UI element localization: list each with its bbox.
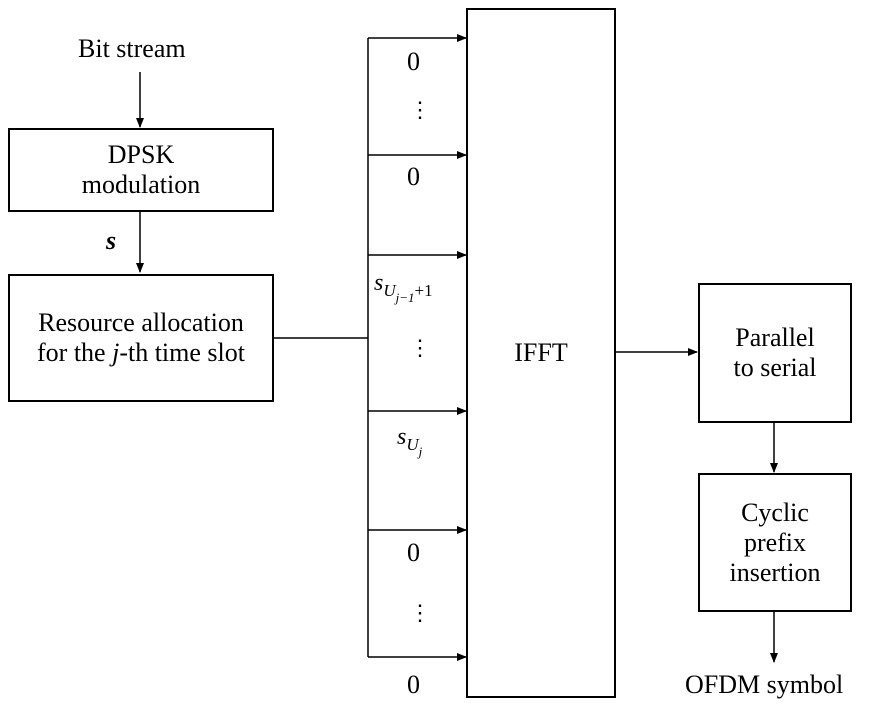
s-first-user-label: sUj−1+1 xyxy=(374,270,433,306)
resource-line2-post: -th time slot xyxy=(119,338,245,367)
s-last-user-label: sUj xyxy=(397,424,422,460)
s-first-suffix: +1 xyxy=(414,281,433,300)
resource-allocation-block: Resource allocation for the j-th time sl… xyxy=(8,274,274,402)
dpsk-line2: modulation xyxy=(81,170,201,199)
signal-s-label: s xyxy=(106,226,117,255)
cyclic-prefix-insertion-block: Cyclic prefix insertion xyxy=(698,473,852,612)
vertical-dots-bottom: ⋮ xyxy=(409,601,431,626)
s-last-base: s xyxy=(397,424,407,450)
resource-line2: for the j-th time slot xyxy=(37,338,245,368)
resource-line1: Resource allocation xyxy=(38,308,244,337)
s-first-base: s xyxy=(374,270,384,296)
vertical-dots-middle: ⋮ xyxy=(409,336,431,361)
resource-line2-var: j xyxy=(112,338,120,367)
parallel-to-serial-block: Parallel to serial xyxy=(698,283,852,423)
vertical-dots-top: ⋮ xyxy=(409,98,431,123)
s-last-subsub: j xyxy=(418,444,423,459)
ifft-label: IFFT xyxy=(514,338,568,367)
resource-line2-pre: for the xyxy=(37,338,113,367)
zero-label-bottom-2: 0 xyxy=(407,670,420,699)
s-last-sub: U xyxy=(406,435,419,454)
s-first-subsub: j−1 xyxy=(395,290,415,305)
cp-line3: insertion xyxy=(729,557,821,587)
dpsk-line1: DPSK xyxy=(107,140,175,169)
bit-stream-label: Bit stream xyxy=(78,34,186,63)
zero-label-bottom-1: 0 xyxy=(407,538,420,567)
zero-label-top-1: 0 xyxy=(407,47,420,76)
s-first-sub: U xyxy=(383,281,396,300)
p2s-line1: Parallel xyxy=(735,323,815,352)
cp-line1: Cyclic xyxy=(741,497,809,527)
dpsk-modulation-block: DPSK modulation xyxy=(8,128,274,212)
zero-label-top-2: 0 xyxy=(407,162,420,191)
cp-line2: prefix xyxy=(743,527,807,557)
ofdm-symbol-label: OFDM symbol xyxy=(685,670,844,699)
p2s-line2: to serial xyxy=(733,353,817,382)
ifft-block: IFFT xyxy=(466,8,616,698)
